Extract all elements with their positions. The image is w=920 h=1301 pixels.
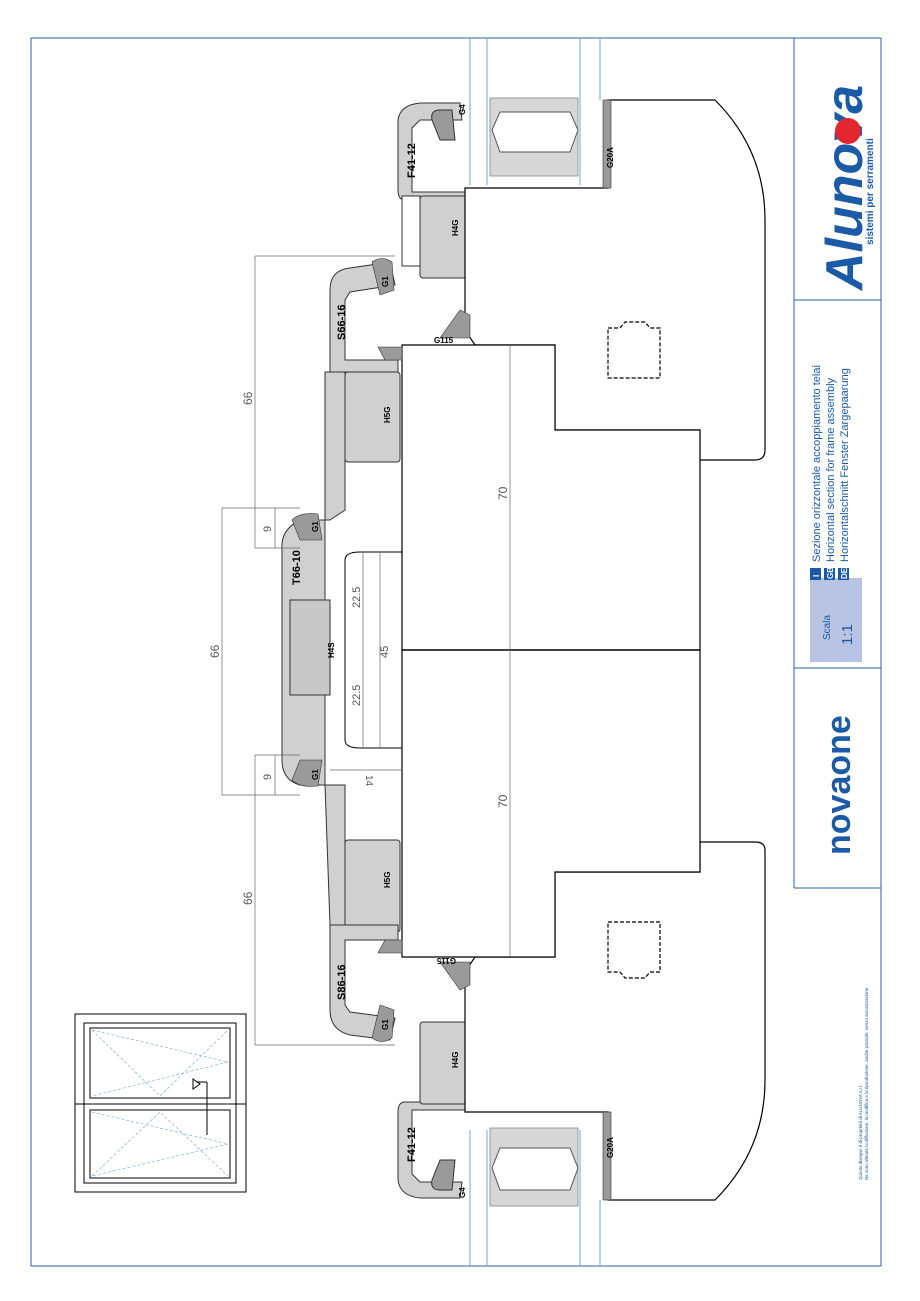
scale-label: Scala	[822, 615, 833, 640]
svg-text:sistemi per serramenti: sistemi per serramenti	[865, 138, 876, 245]
dim-66-bottom: 66	[241, 891, 255, 905]
dim-66-top: 66	[241, 391, 255, 405]
dim-9-bottom: 9	[262, 774, 274, 780]
glass-spacer-top	[489, 97, 579, 177]
dim-66-mid: 66	[208, 644, 222, 658]
glass-spacer-bottom	[489, 1127, 579, 1207]
gasket-label-g20a-top: G20A	[606, 147, 615, 168]
lang-badge-it	[810, 568, 821, 580]
profile-label-f41-bottom: F41-12	[406, 1127, 418, 1162]
gasket-label-g1-a: G1	[381, 276, 390, 287]
dim-70-top: 70	[496, 486, 510, 500]
alunova-tagline: sistemi per serramenti	[865, 138, 876, 245]
gasket-label-h5g-bottom: H5G	[383, 872, 392, 888]
title-it: Sezione orizzontale accoppiamento telai	[811, 365, 823, 562]
sash-profile-bottom	[397, 1021, 468, 1199]
gasket-label-g1-b: G1	[311, 521, 320, 532]
title-de: Horizontalschnitt Fenster Zargepaarung	[839, 368, 851, 562]
gasket-label-h4g-top: H4G	[451, 220, 460, 236]
profile-label-s86: S86-16	[336, 965, 348, 1000]
profile-label-t66: T66-10	[291, 550, 303, 585]
lang-badge-de	[838, 568, 849, 580]
gasket-label-g20a-bottom: G20A	[606, 1137, 615, 1158]
gasket-label-g4-bottom: G4	[458, 1187, 467, 1198]
frame-profile-upper	[324, 261, 401, 521]
gasket-label-g1-d: G1	[381, 1019, 390, 1030]
dimension-lines	[221, 255, 511, 1046]
scale-value: 1:1	[839, 624, 856, 645]
profile-label-f41-top: F41-12	[406, 143, 418, 178]
novaone-logo: novaone	[820, 715, 858, 855]
window-thumbnail	[74, 1013, 247, 1193]
gasket-label-h4g-bottom: H4G	[451, 1052, 460, 1068]
gasket-label-h4s: H4S	[327, 642, 336, 658]
alunova-logo-dot	[835, 118, 861, 144]
lang-code-de: DE	[840, 567, 849, 579]
sheet-border	[30, 37, 882, 1267]
glass-panes	[469, 38, 601, 1266]
profile-label-s66: S66-16	[336, 305, 348, 340]
dim-45: 45	[379, 646, 391, 658]
lang-code-it: I	[812, 575, 821, 577]
disclaimer-line-2: Ne sono Vietate la diffusione, la modifi…	[864, 987, 869, 1180]
mullion-profile	[281, 519, 403, 786]
gasket-label-h5g-top: H5G	[383, 407, 392, 423]
frame-profile-lower	[324, 784, 401, 1041]
dim-70-bottom: 70	[496, 794, 510, 808]
dim-22-5-bottom: 22.5	[351, 685, 363, 706]
gasket-label-g1-c: G1	[311, 769, 320, 780]
dim-14: 14	[363, 775, 374, 787]
lang-code-gb: GB	[826, 567, 835, 579]
gasket-label-g115-top: G115	[434, 336, 454, 345]
lang-badge-gb	[824, 568, 835, 580]
central-frame	[401, 344, 701, 958]
gasket-label-g115-bottom: G115	[436, 956, 456, 965]
title-gb: Horizontal section for frame assembly	[825, 377, 837, 562]
gasket-label-g4-top: G4	[458, 104, 467, 115]
dim-22-5-top: 22.5	[351, 587, 363, 608]
disclaimer-line-1: Questo disegno è di proprietà di ALUNOVA…	[858, 1085, 863, 1180]
scale-box	[810, 578, 862, 662]
gasket-strips	[291, 99, 612, 1201]
dim-9-top: 9	[262, 526, 274, 532]
svg-text:novaone: novaone	[820, 715, 858, 855]
sash-profile-top	[397, 102, 468, 279]
